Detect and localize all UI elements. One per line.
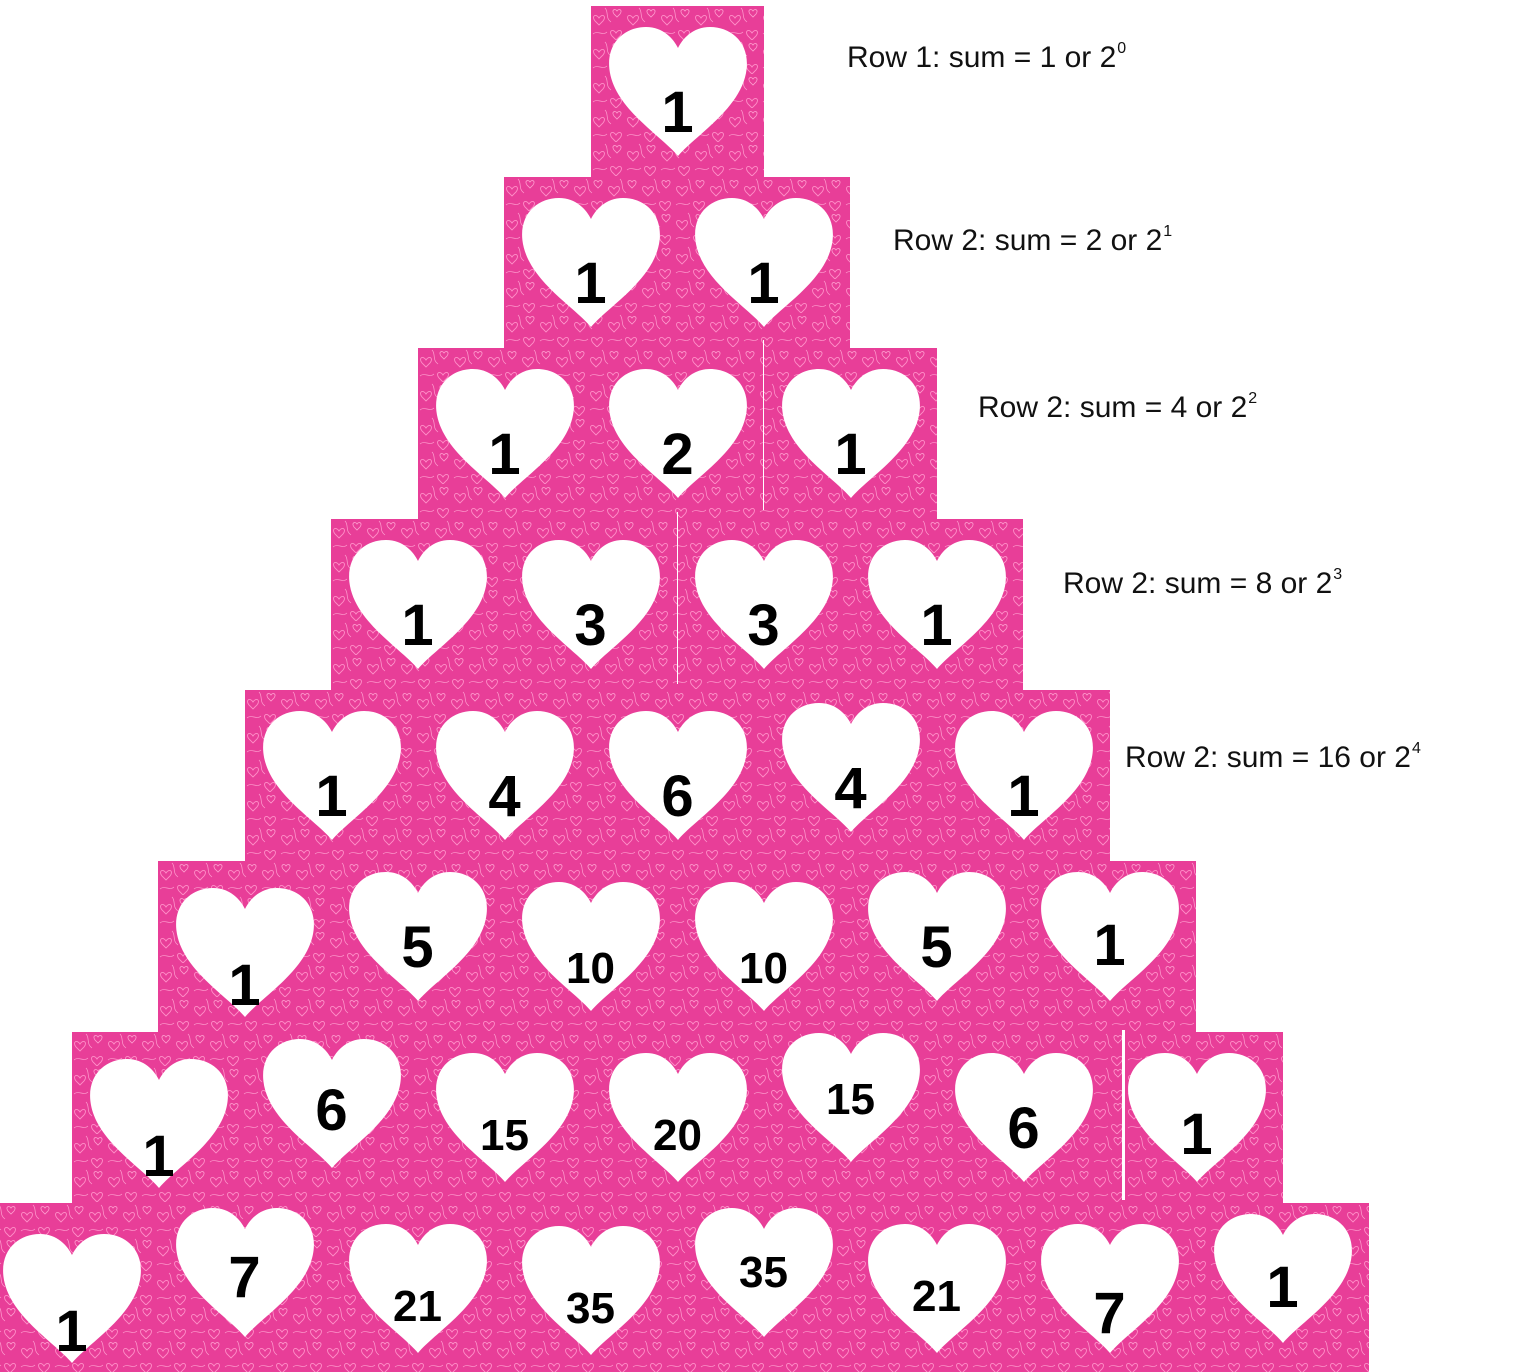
heart-number: 21: [864, 1275, 1010, 1319]
heart-number: 1: [864, 597, 1010, 655]
heart-row-7-col-5: 15: [778, 1030, 924, 1168]
heart-row-5-col-4: 4: [778, 700, 924, 838]
tile-divider: [1122, 1030, 1125, 1200]
heart-number: 5: [345, 919, 491, 977]
heart-row-6-col-1: 1: [172, 885, 318, 1023]
heart-row-8-col-6: 21: [864, 1221, 1010, 1359]
sum-label-text: Row 2: sum = 16 or 2: [1125, 741, 1411, 774]
sum-label-text: Row 2: sum = 2 or 2: [893, 224, 1162, 257]
sum-label-text: Row 2: sum = 4 or 2: [978, 391, 1247, 424]
heart-row-6-col-3: 10: [518, 879, 664, 1017]
heart-row-7-col-6: 6: [951, 1050, 1097, 1188]
heart-number: 35: [691, 1251, 837, 1295]
heart-row-7-col-1: 1: [86, 1056, 232, 1194]
heart-row-5-col-2: 4: [432, 708, 578, 846]
heart-row-7-col-7: 1: [1124, 1050, 1270, 1188]
sum-label-exponent: 0: [1117, 40, 1126, 57]
heart-number: 1: [605, 84, 751, 142]
heart-number: 7: [172, 1249, 318, 1307]
heart-row-6-col-5: 5: [864, 869, 1010, 1007]
heart-number: 35: [518, 1287, 664, 1331]
heart-row-8-col-1: 1: [0, 1231, 145, 1369]
heart-row-5-col-5: 1: [951, 708, 1097, 846]
heart-row-8-col-8: 1: [1210, 1211, 1356, 1349]
heart-row-7-col-4: 20: [605, 1050, 751, 1188]
heart-row-7-col-3: 15: [432, 1050, 578, 1188]
heart-number: 4: [778, 760, 924, 818]
heart-number: 6: [951, 1100, 1097, 1158]
heart-row-6-col-4: 10: [691, 879, 837, 1017]
heart-number: 15: [778, 1078, 924, 1122]
row-2-sum-label: Row 2: sum = 2 or 21: [893, 223, 1172, 258]
heart-row-3-col-2: 2: [605, 366, 751, 504]
heart-row-4-col-4: 1: [864, 537, 1010, 675]
heart-number: 3: [691, 597, 837, 655]
heart-number: 15: [432, 1114, 578, 1158]
heart-number: 6: [259, 1082, 405, 1140]
heart-number: 3: [518, 597, 664, 655]
sum-label-exponent: 1: [1163, 223, 1172, 240]
heart-number: 1: [172, 957, 318, 1015]
heart-row-8-col-5: 35: [691, 1205, 837, 1343]
heart-number: 1: [691, 255, 837, 313]
row-3-sum-label: Row 2: sum = 4 or 22: [978, 390, 1257, 425]
sum-label-exponent: 3: [1333, 566, 1342, 583]
heart-number: 10: [691, 947, 837, 991]
heart-number: 1: [778, 426, 924, 484]
heart-row-8-col-3: 21: [345, 1221, 491, 1359]
heart-number: 20: [605, 1114, 751, 1158]
heart-number: 1: [345, 597, 491, 655]
row-1-sum-label: Row 1: sum = 1 or 20: [847, 40, 1126, 75]
heart-row-7-col-2: 6: [259, 1036, 405, 1174]
heart-number: 4: [432, 768, 578, 826]
heart-number: 1: [86, 1128, 232, 1186]
tile-divider: [763, 340, 764, 510]
heart-row-3-col-1: 1: [432, 366, 578, 504]
heart-number: 1: [1124, 1106, 1270, 1164]
heart-number: 1: [259, 768, 405, 826]
heart-row-2-col-2: 1: [691, 195, 837, 333]
sum-label-exponent: 4: [1412, 740, 1421, 757]
heart-number: 7: [1037, 1285, 1183, 1343]
heart-number: 6: [605, 768, 751, 826]
heart-number: 1: [0, 1303, 145, 1361]
heart-number: 1: [951, 768, 1097, 826]
heart-row-2-col-1: 1: [518, 195, 664, 333]
heart-row-4-col-1: 1: [345, 537, 491, 675]
heart-row-6-col-2: 5: [345, 869, 491, 1007]
heart-number: 2: [605, 426, 751, 484]
heart-row-5-col-3: 6: [605, 708, 751, 846]
heart-row-4-col-3: 3: [691, 537, 837, 675]
sum-label-text: Row 2: sum = 8 or 2: [1063, 567, 1332, 600]
sum-label-exponent: 2: [1248, 390, 1257, 407]
heart-row-3-col-3: 1: [778, 366, 924, 504]
heart-number: 1: [1210, 1259, 1356, 1317]
heart-row-4-col-2: 3: [518, 537, 664, 675]
heart-row-6-col-6: 1: [1037, 869, 1183, 1007]
heart-number: 1: [432, 426, 578, 484]
heart-row-5-col-1: 1: [259, 708, 405, 846]
row-5-sum-label: Row 2: sum = 16 or 24: [1125, 740, 1421, 775]
heart-row-8-col-4: 35: [518, 1223, 664, 1361]
heart-number: 10: [518, 947, 664, 991]
heart-row-8-col-2: 7: [172, 1205, 318, 1343]
heart-row-8-col-7: 7: [1037, 1221, 1183, 1359]
heart-number: 21: [345, 1285, 491, 1329]
heart-number: 1: [1037, 917, 1183, 975]
heart-number: 5: [864, 919, 1010, 977]
heart-row-1-col-1: 1: [605, 24, 751, 162]
heart-number: 1: [518, 255, 664, 313]
sum-label-text: Row 1: sum = 1 or 2: [847, 41, 1116, 74]
row-4-sum-label: Row 2: sum = 8 or 23: [1063, 566, 1342, 601]
tile-divider: [677, 512, 678, 684]
